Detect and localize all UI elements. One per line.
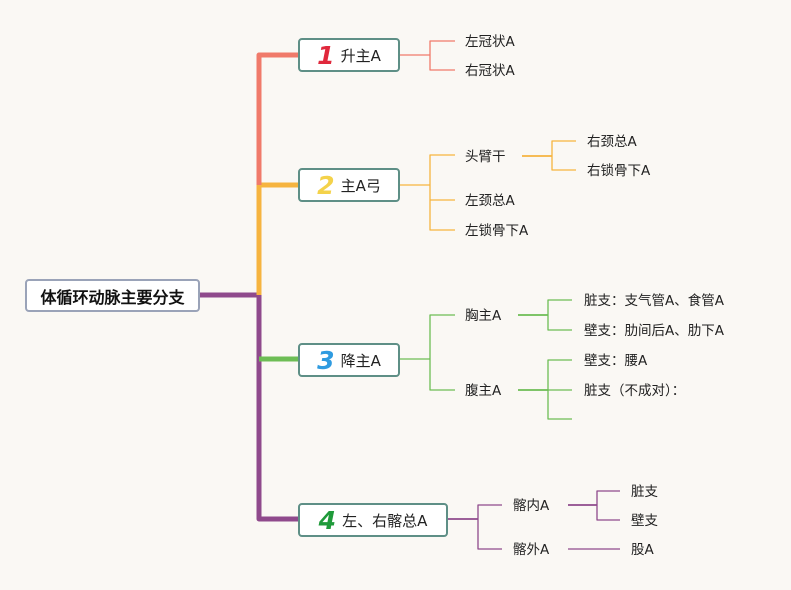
branch-descending-aorta[interactable]: 3 降主A [298, 343, 400, 377]
branch-label: 左、右髂总A [342, 511, 428, 530]
trunk-to-branch-4 [256, 295, 298, 522]
leaf-abdominal-visceral-unpaired[interactable]: 脏支（不成对）： [584, 383, 686, 399]
leaf-femoral[interactable]: 股A [631, 542, 654, 558]
leaf-external-iliac[interactable]: 髂外A [513, 542, 550, 558]
branch-number-1: 1 [317, 40, 335, 70]
leaf-abdominal-parietal[interactable]: 壁支：腰A [584, 353, 648, 369]
leaf-brachiocephalic-trunk[interactable]: 头臂干 [465, 149, 506, 165]
branch-label: 升主A [340, 46, 381, 65]
b4-sub1-fork [596, 490, 620, 521]
root-topic-label: 体循环动脉主要分支 [40, 287, 185, 307]
branch-number-3: 3 [317, 345, 335, 375]
leaf-left-coronary[interactable]: 左冠状A [465, 34, 515, 50]
branch-aortic-arch[interactable]: 2 主A弓 [298, 168, 400, 202]
trunk-to-branch-2 [256, 182, 298, 295]
leaf-left-common-carotid[interactable]: 左颈总A [465, 193, 515, 209]
branch-ascending-aorta[interactable]: 1 升主A [298, 38, 400, 72]
leaf-left-subclavian[interactable]: 左锁骨下A [465, 223, 529, 239]
b3-fork [429, 314, 455, 391]
leaf-thoracic-parietal[interactable]: 壁支：肋间后A、肋下A [584, 323, 724, 339]
leaf-internal-iliac[interactable]: 髂内A [513, 498, 550, 514]
sub-branch-lines [400, 40, 620, 550]
branch-label: 主A弓 [340, 176, 381, 195]
b2-sub-fork [551, 140, 576, 171]
leaf-right-coronary[interactable]: 右冠状A [465, 63, 515, 79]
branch-number-2: 2 [317, 170, 335, 200]
root-topic[interactable]: 体循环动脉主要分支 [25, 279, 200, 312]
b1-fork [429, 40, 455, 71]
trunk-lines [200, 52, 298, 522]
leaf-abdominal-aorta[interactable]: 腹主A [465, 383, 502, 399]
b2-fork [429, 154, 455, 231]
leaf-right-common-carotid[interactable]: 右颈总A [587, 134, 637, 150]
leaf-internal-iliac-visceral[interactable]: 脏支 [631, 484, 658, 500]
b3-sub1-fork [547, 299, 572, 331]
branch-common-iliac[interactable]: 4 左、右髂总A [298, 503, 448, 537]
branch-number-4: 4 [318, 505, 337, 535]
leaf-thoracic-visceral[interactable]: 脏支：支气管A、食管A [584, 293, 724, 309]
branch-label: 降主A [340, 351, 381, 370]
leaf-internal-iliac-parietal[interactable]: 壁支 [631, 513, 658, 529]
b4-fork [477, 504, 502, 550]
trunk-to-branch-1 [256, 52, 298, 185]
leaf-thoracic-aorta[interactable]: 胸主A [465, 308, 502, 324]
leaf-right-subclavian[interactable]: 右锁骨下A [587, 163, 651, 179]
